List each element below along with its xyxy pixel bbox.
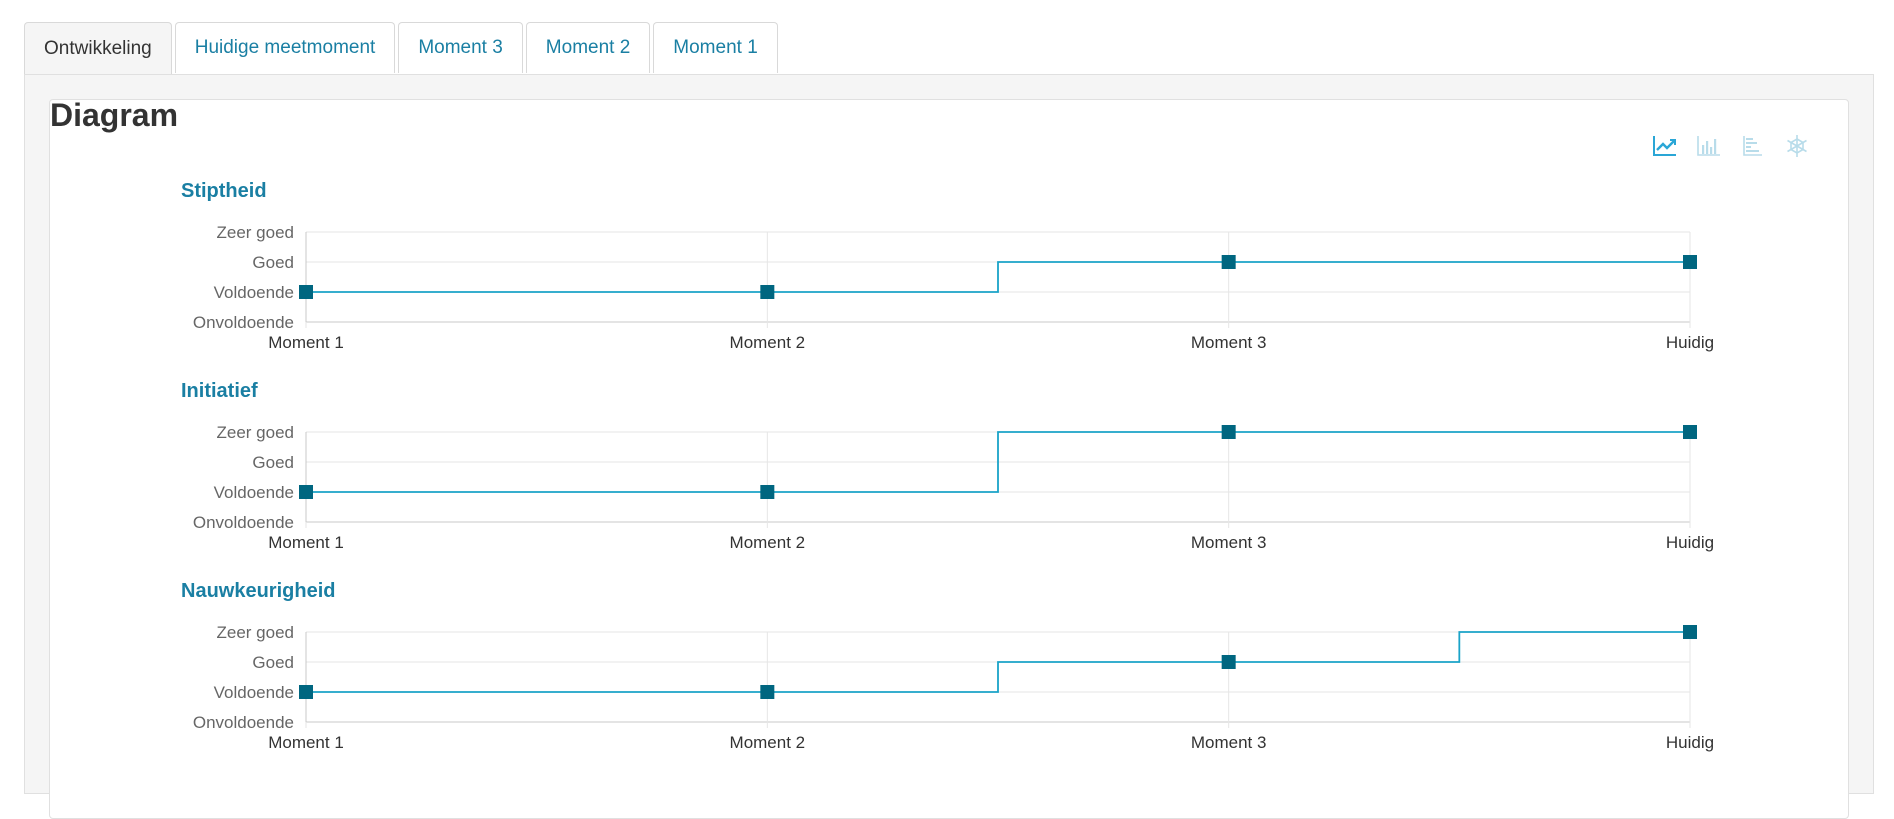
- x-tick-label: Moment 1: [268, 333, 344, 352]
- x-tick-label: Moment 1: [268, 533, 344, 552]
- x-tick-label: Moment 3: [1191, 333, 1267, 352]
- y-tick-label: Onvoldoende: [193, 313, 294, 332]
- x-tick-label: Huidig: [1666, 333, 1714, 352]
- data-point[interactable]: [1221, 255, 1236, 269]
- tab-moment-2[interactable]: Moment 2: [525, 22, 651, 73]
- tab-moment-1[interactable]: Moment 1: [653, 22, 778, 73]
- data-point[interactable]: [299, 285, 313, 299]
- x-tick-label: Moment 2: [730, 733, 806, 752]
- series-line: [306, 431, 1690, 493]
- x-tick-label: Moment 2: [730, 333, 806, 352]
- chart-title: Initiatief: [181, 380, 258, 402]
- x-tick-label: Huidig: [1666, 733, 1714, 752]
- data-point[interactable]: [1683, 425, 1697, 439]
- y-tick-label: Zeer goed: [217, 223, 295, 242]
- chart-svg: Onvoldoende Voldoende Goed Zeer goedMoment …: [193, 423, 1714, 552]
- y-tick-label: Zeer goed: [217, 623, 295, 642]
- data-point[interactable]: [1683, 255, 1697, 269]
- tab-bar: Ontwikkeling Huidige meetmoment Moment 3…: [24, 22, 781, 75]
- data-point[interactable]: [760, 485, 775, 499]
- card-title: Diagram: [50, 97, 179, 133]
- line-chart-icon[interactable]: [1652, 133, 1678, 159]
- diagram-card: [49, 99, 1849, 819]
- y-tick-label: Goed: [252, 253, 294, 272]
- tab-ontwikkeling[interactable]: Ontwikkeling: [24, 22, 172, 75]
- data-point[interactable]: [1683, 625, 1697, 639]
- data-point[interactable]: [1221, 425, 1236, 439]
- data-point[interactable]: [760, 285, 775, 299]
- tab-panel: [24, 74, 1874, 819]
- x-tick-label: Moment 1: [268, 733, 344, 752]
- y-tick-label: Zeer goed: [217, 423, 295, 442]
- data-point[interactable]: [760, 685, 775, 699]
- chart-svg: Onvoldoende Voldoende Goed Zeer goedMoment …: [193, 623, 1714, 752]
- x-tick-label: Huidig: [1666, 533, 1714, 552]
- x-tick-label: Moment 2: [730, 533, 806, 552]
- chart-title: Nauwkeurigheid: [181, 580, 336, 602]
- tab-moment-3[interactable]: Moment 3: [398, 22, 523, 73]
- y-tick-label: Voldoende: [214, 283, 294, 302]
- horizontal-bar-chart-icon[interactable]: [1740, 133, 1766, 159]
- y-tick-label: Onvoldoende: [193, 713, 294, 732]
- data-point[interactable]: [299, 485, 313, 499]
- chart-svg: Onvoldoende Voldoende Goed Zeer goedMoment …: [193, 223, 1714, 352]
- y-tick-label: Onvoldoende: [193, 513, 294, 532]
- radar-chart-icon[interactable]: [1784, 133, 1810, 159]
- x-tick-label: Moment 3: [1191, 533, 1267, 552]
- data-point[interactable]: [299, 685, 313, 699]
- y-tick-label: Goed: [252, 453, 294, 472]
- data-point[interactable]: [1221, 655, 1236, 669]
- x-tick-label: Moment 3: [1191, 733, 1267, 752]
- y-tick-label: Voldoende: [214, 683, 294, 702]
- series-line: [306, 631, 1690, 693]
- series-line: [306, 261, 1690, 293]
- y-tick-label: Goed: [252, 653, 294, 672]
- chart-title: Stiptheid: [181, 180, 267, 202]
- tab-huidige-meetmoment[interactable]: Huidige meetmoment: [174, 22, 396, 73]
- bar-chart-icon[interactable]: [1696, 133, 1722, 159]
- y-tick-label: Voldoende: [214, 483, 294, 502]
- chart-type-toolbar: [1652, 133, 1810, 159]
